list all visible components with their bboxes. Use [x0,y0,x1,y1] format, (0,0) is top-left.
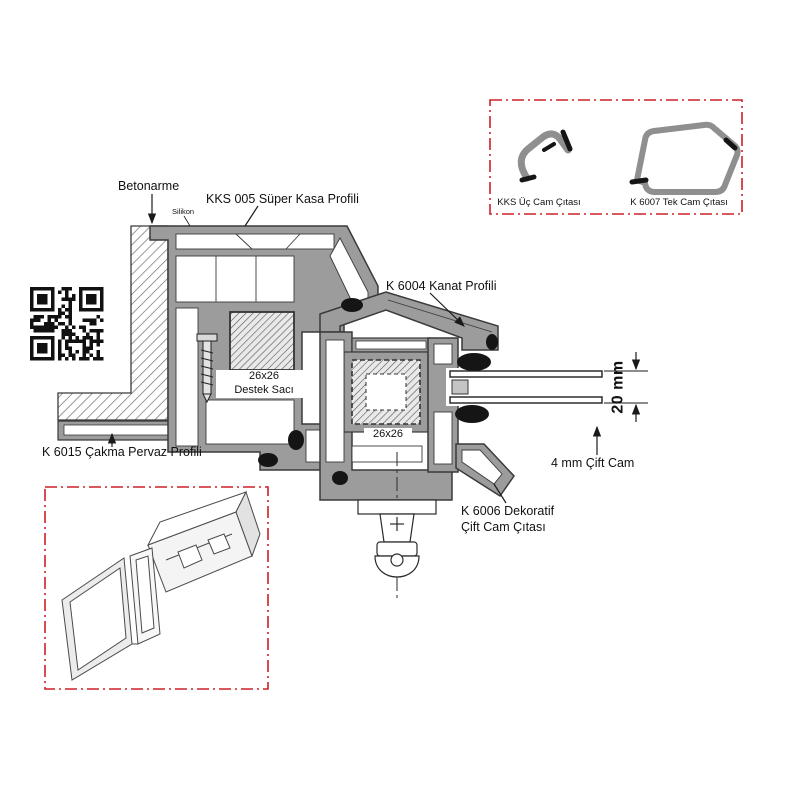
label-kasa-profili: KKS 005 Süper Kasa Profili [206,192,359,206]
inset-top-right-border [489,99,743,215]
inset-glazing-beads [489,99,743,215]
inset-bottom-left-border [44,486,269,690]
concrete-wall [57,225,169,421]
label-silikon: Silikon [172,207,195,216]
glass-pane-inner [449,396,603,404]
label-tek-cam-citasi: K 6007 Tek Cam Çıtası [630,197,728,208]
frame-profile-kks005 [149,225,379,471]
label-dekoratif-cita: K 6006 Dekoratif Çift Cam Çıtası [461,504,554,535]
kanat-arrow [429,292,465,327]
label-betonarme: Betonarme [118,179,180,193]
label-kanat-profili: K 6004 Kanat Profili [386,279,497,293]
isometric-drawing [61,490,261,681]
label-20mm-wrap: 20 mm [588,356,650,418]
sash-profile-k6004 [319,291,499,501]
glazing-bead-k6006 [455,443,515,498]
kasa-leader [244,205,259,227]
label-dekoratif-line1: K 6006 Dekoratif [461,504,555,518]
glass-unit [449,353,603,423]
dekoratif-leader [493,483,507,504]
label-uc-cam-citasi: KKS Üç Cam Çıtası [497,197,581,208]
silikon-leader [183,215,191,227]
label-destek-saci-line1: 26x26 [249,370,279,382]
dimension-20mm [604,352,648,422]
frame-steel-reinforcement [229,311,295,371]
label-sash-steel: 26x26 [364,428,412,442]
label-20mm: 20 mm [609,360,627,414]
label-destek-saci-line2: Destek Sacı [234,383,294,396]
label-cift-cam: 4 mm Çift Cam [551,456,635,470]
qr-code [30,287,104,361]
sash-hardware [357,452,437,598]
label-dekoratif-line2: Çift Cam Çıtası [461,519,546,534]
mounting-screw [196,333,218,404]
glass-pane-outer [449,370,603,378]
label-destek-saci: 26x26 Destek Sacı [216,370,312,398]
bead-uc-cam-drawing [517,129,573,183]
bead-tek-cam-drawing [629,121,741,195]
annotation-lines [107,194,602,504]
inset-isometric-corner [44,486,269,690]
gaskets [258,298,498,485]
label-pervaz-profili: K 6015 Çakma Pervaz Profili [42,445,202,459]
